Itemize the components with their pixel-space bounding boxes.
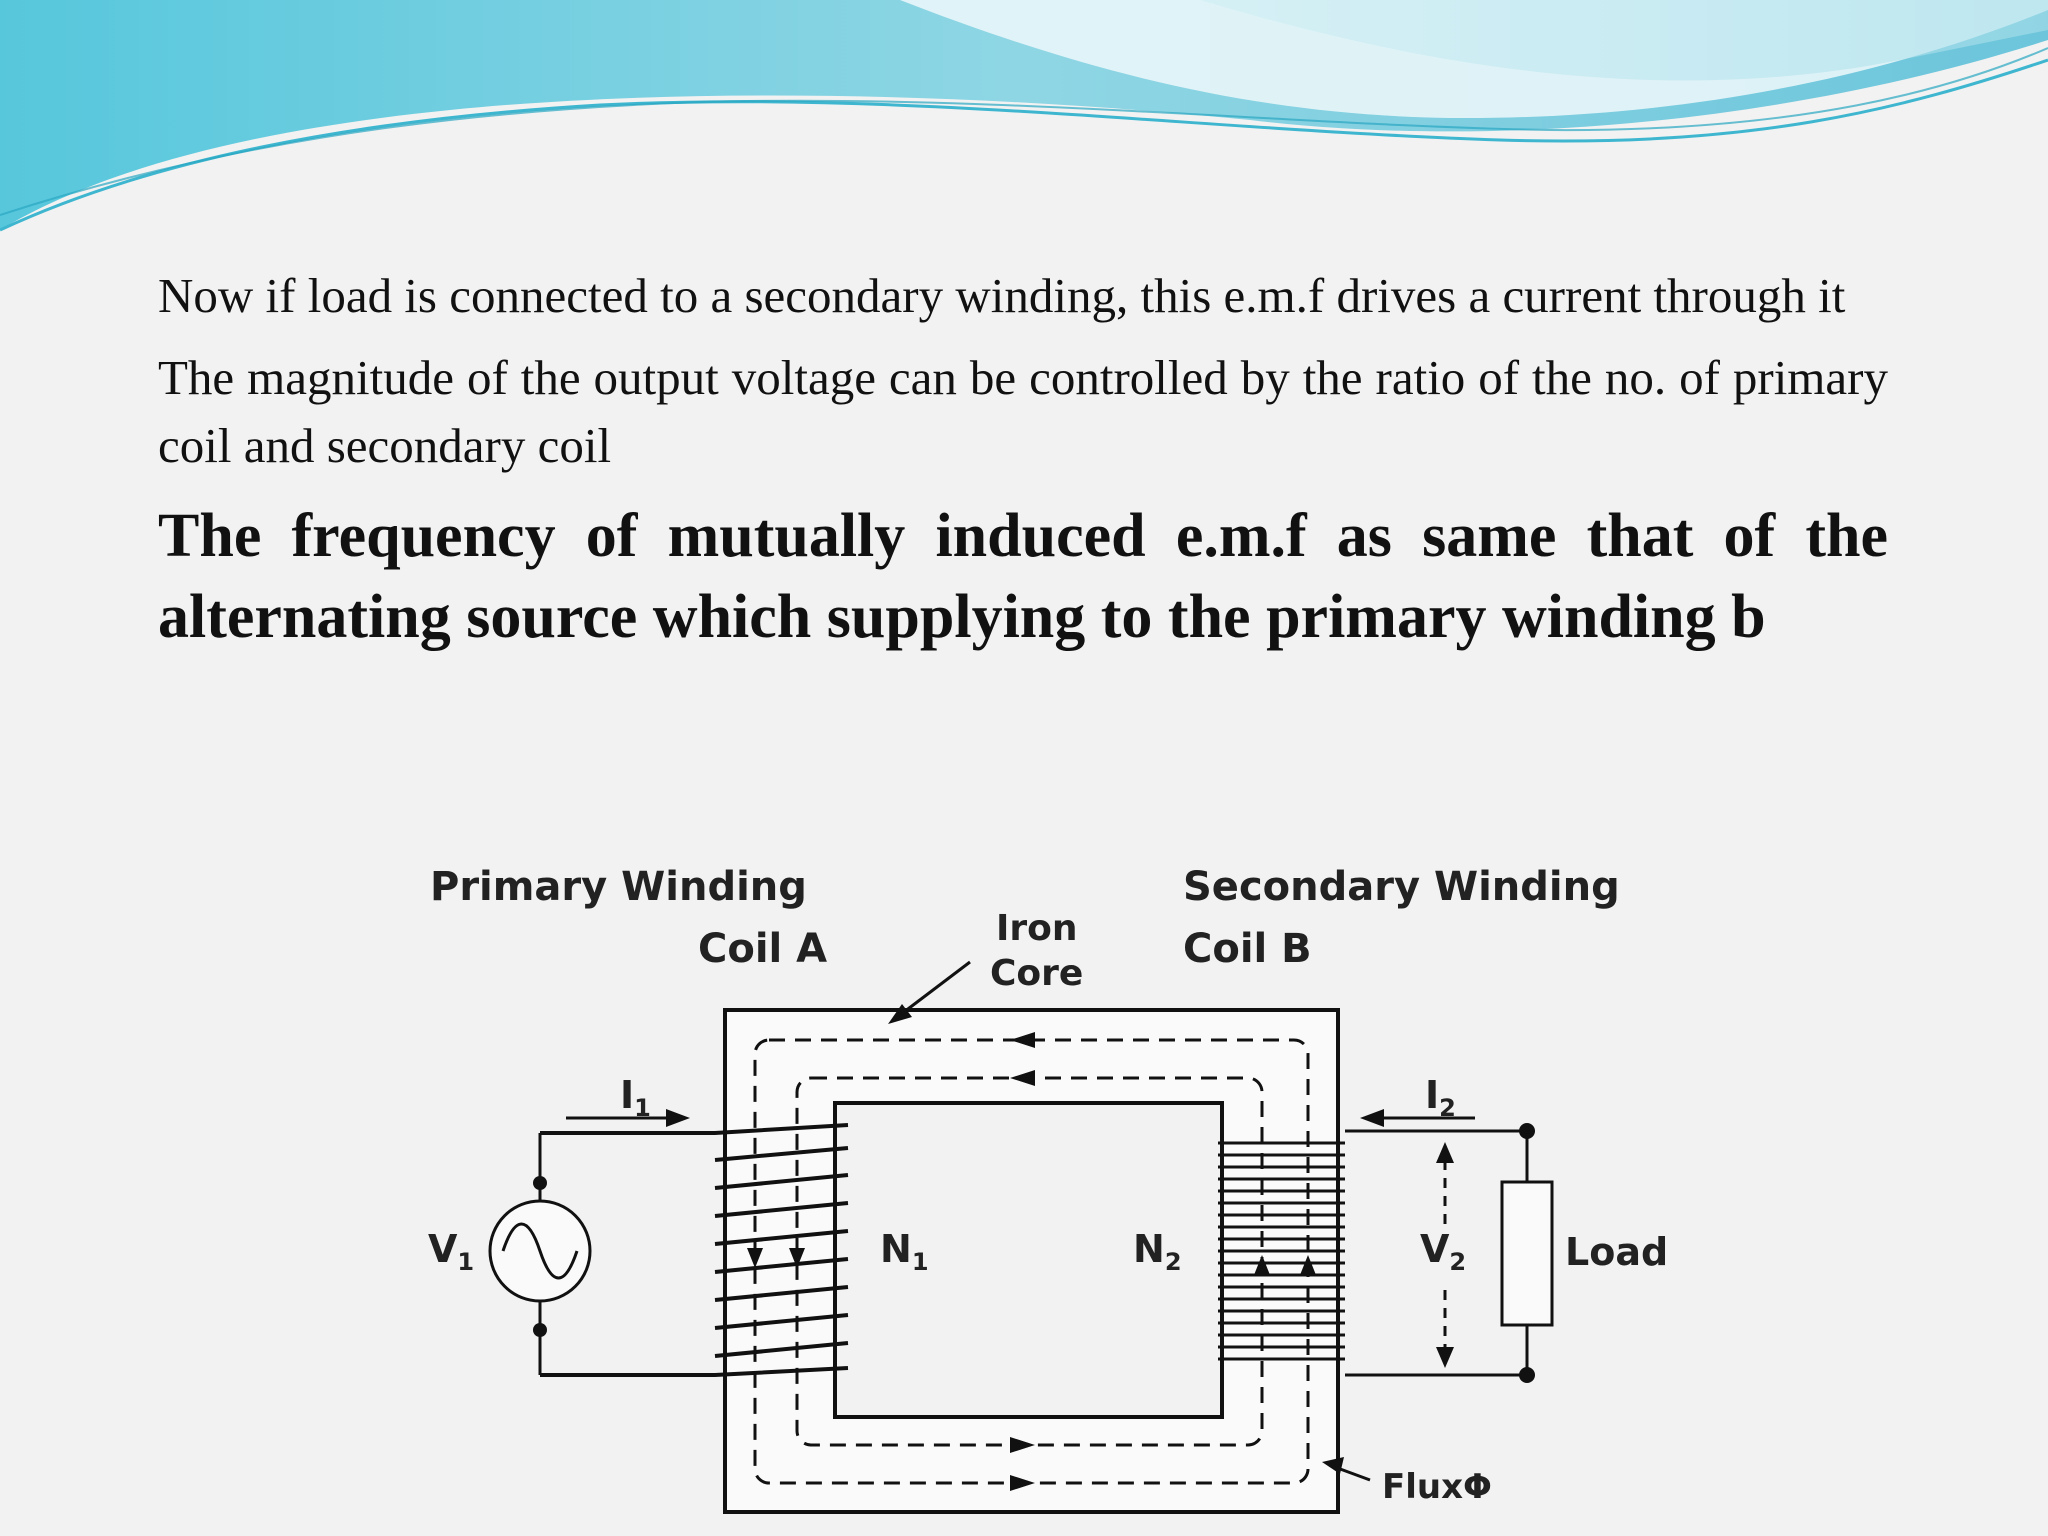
label-iron: Iron [996,908,1078,949]
label-secondary-winding: Secondary Winding [1183,864,1620,910]
transformer-diagram: Primary Winding Coil A Iron Core Seconda… [428,864,1668,1514]
flux-arrow-right-outer [1300,1255,1316,1275]
label-load: Load [1565,1230,1668,1274]
secondary-terminal-bottom [1519,1367,1535,1383]
paragraph-load-connected: Now if load is connected to a secondary … [158,268,1846,323]
flux-arrow-top-inner [1010,1070,1035,1086]
current-i1-arrowhead [666,1109,690,1127]
voltage-v2-arrow-bottom [1436,1347,1454,1368]
flux-path-inner [795,1076,1264,1447]
header-wave-decoration [0,0,2048,232]
flux-arrow-left-outer [747,1248,763,1268]
current-i2-arrowhead [1360,1109,1384,1127]
primary-coil-a [540,1123,849,1377]
label-primary-winding: Primary Winding [430,864,807,910]
iron-core [723,1008,1340,1514]
ac-sine-wave [501,1222,579,1280]
primary-terminal-top [533,1176,547,1190]
flux-arrow-bottom-inner [1010,1437,1035,1453]
flux-leader-arrow [1322,1457,1344,1474]
label-i1: I1 [620,1073,651,1122]
secondary-terminal-top [1519,1123,1535,1139]
label-n1: N1 [880,1227,929,1276]
primary-terminal-bottom [533,1323,547,1337]
iron-core-leader [899,960,971,1017]
label-v1: V1 [428,1227,474,1276]
secondary-coil-b [1218,1141,1345,1361]
voltage-v2-arrow-top [1436,1142,1454,1163]
flux-arrow-bottom-outer [1010,1475,1035,1491]
paragraph-output-voltage: The magnitude of the output voltage can … [158,350,1888,473]
slide-body: Now if load is connected to a secondary … [158,262,1888,658]
flux-arrow-left-inner [789,1248,805,1268]
load-resistor [1500,1180,1554,1327]
iron-core-leader-arrow [888,1004,912,1024]
label-coil-a: Coil A [698,926,827,972]
flux-arrow-top-outer [1010,1032,1035,1048]
paragraph-frequency: The frequency of mutually induced e.m.f … [158,502,1888,651]
flux-arrow-right-inner [1254,1255,1270,1275]
label-flux: FluxΦ [1382,1467,1492,1507]
label-coil-b: Coil B [1183,926,1312,972]
label-core: Core [990,953,1083,994]
label-n2: N2 [1133,1227,1182,1276]
label-i2: I2 [1425,1073,1456,1122]
label-v2: V2 [1420,1227,1466,1276]
